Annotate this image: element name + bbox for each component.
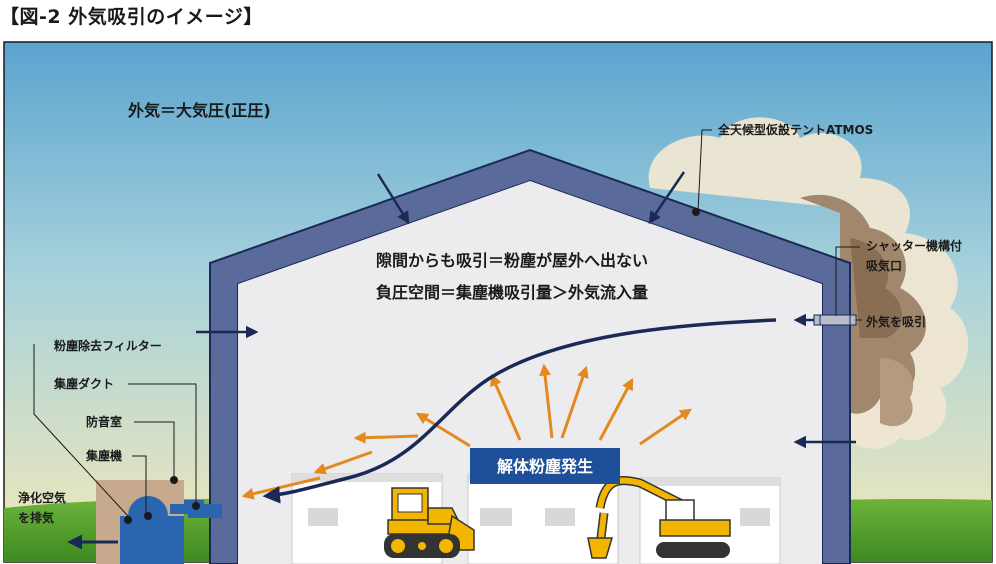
exhaust-label-line2: を排気 [18,510,54,525]
duct-label: 集塵ダクト [53,376,114,391]
dust-source-label: 解体粉塵発生 [497,457,593,476]
dust-arrow [598,377,634,441]
dust-arrow [415,412,471,448]
leader-dots [124,208,700,524]
dust-arrows [241,363,692,500]
air-intake-diagram: 解体粉塵発生 [3,41,993,564]
bulldozer-icon [384,487,475,558]
shutter-label-line1: シャッター機構付 [866,238,962,253]
exhaust-label-line1: 浄化空気 [18,490,66,505]
roof-inflow-arrow-right [648,171,686,225]
roof-inflow-arrow-left [376,173,410,225]
soundproof-label: 防音室 [86,414,122,429]
negative-pressure-label: 負圧空間＝集塵機吸引量＞外気流入量 [376,283,648,302]
leader-lines [33,129,862,517]
dust-arrow [353,431,419,444]
gap-suction-label: 隙間からも吸引＝粉塵が屋外へ出ない [376,251,648,270]
dust-source-badge: 解体粉塵発生 [470,448,620,484]
airflow-curve [262,318,777,504]
shutter-label-line2: 吸気口 [866,258,902,273]
dust-arrow [560,365,589,439]
dust-arrow [639,408,692,446]
page-title: 【図-2 外気吸引のイメージ】 [0,6,263,28]
filter-label: 粉塵除去フィルター [54,338,162,353]
outside-air-label: 外気＝大気圧(正圧) [127,101,271,120]
collector-label: 集塵機 [85,448,122,463]
dust-arrow [241,476,321,500]
dust-arrow [490,373,522,441]
tent-interior [238,181,822,564]
tent-name-label: 全天候型仮設テントATMOS [717,122,873,137]
dust-arrow [539,363,554,439]
intake-label: 外気を吸引 [866,314,926,329]
shutter-intake [813,314,857,326]
dust-cloud [648,117,969,449]
dust-arrow [313,450,373,475]
